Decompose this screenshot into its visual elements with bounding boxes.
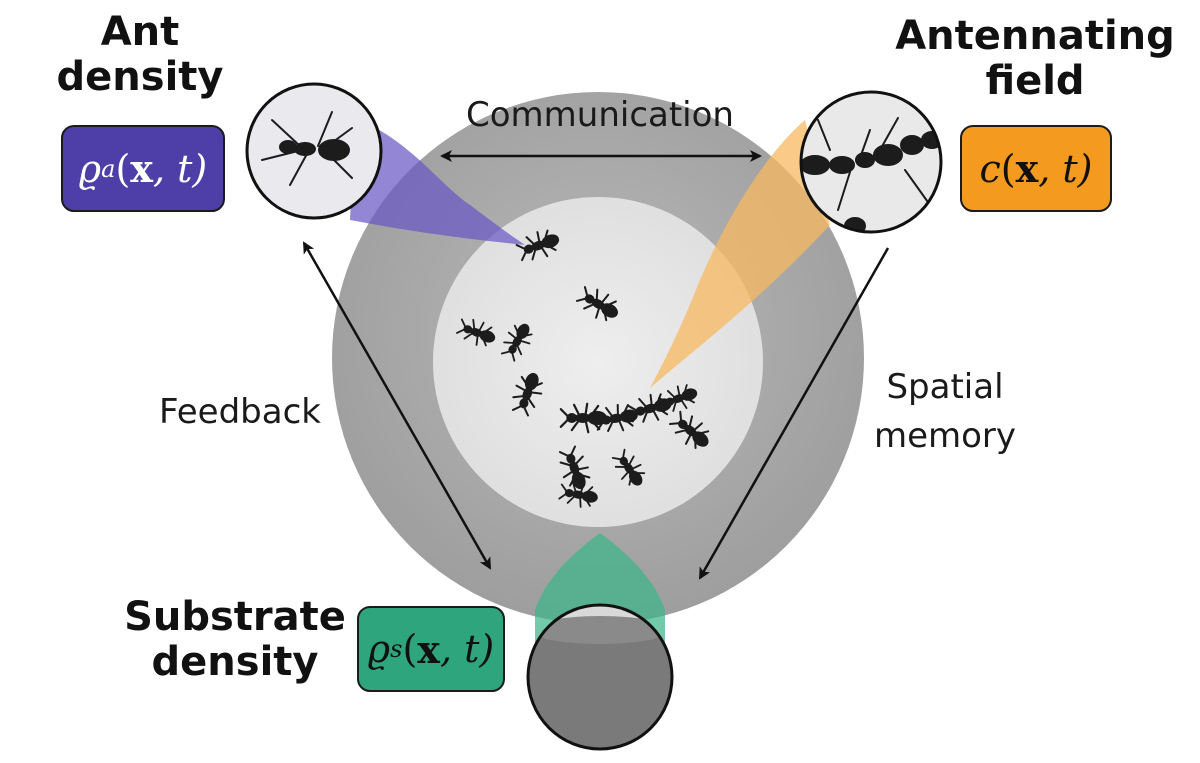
arena-ant xyxy=(611,448,646,486)
ant-density-label-line1: Ant xyxy=(100,9,180,55)
substrate-density-label-line1: Substrate xyxy=(124,594,346,640)
arena-ant xyxy=(558,481,598,508)
substrate-density-open-paren: ( xyxy=(402,627,418,671)
ant-density-time-var: , t) xyxy=(152,146,208,191)
ant-density-label-line2: density xyxy=(56,53,224,100)
arena-ant xyxy=(658,384,698,413)
arena-inner-disc xyxy=(433,197,763,527)
antennating-field-position-var: x xyxy=(1015,146,1039,191)
spatial-memory-label-line2: memory xyxy=(873,416,1017,457)
ant-density-open-paren: ( xyxy=(115,146,131,191)
ant-density-symbol: ϱ xyxy=(78,146,102,191)
ant-density-label: Ant density xyxy=(40,10,240,100)
spatial-memory-arrow xyxy=(698,247,890,580)
substrate-density-label: Substrate density xyxy=(120,595,350,685)
arena-ant xyxy=(500,323,533,362)
communication-label: Communication xyxy=(466,95,734,135)
antennating-field-symbol: c xyxy=(979,146,1001,191)
spatial-memory-label-line1: Spatial xyxy=(886,367,1004,407)
antennating-field-label: Antennating field xyxy=(885,14,1185,104)
spatial-memory-label: Spatial memory xyxy=(850,363,1040,462)
arena-ant xyxy=(575,286,618,322)
substrate-density-position-var: x xyxy=(417,626,440,672)
substrate-density-subscript: s xyxy=(390,635,403,663)
antennating-field-formula-box: c(x, t) xyxy=(960,125,1112,212)
ant-zoom-magnifier xyxy=(245,82,383,220)
arena-ant xyxy=(669,410,710,450)
feedback-label: Feedback xyxy=(159,392,321,432)
antennating-field-open-paren: ( xyxy=(1000,146,1016,191)
substrate-density-time-var: , t) xyxy=(439,627,495,671)
arena-ants xyxy=(456,229,710,508)
substrate-density-symbol: ϱ xyxy=(367,627,391,671)
arena-ant xyxy=(511,372,543,417)
substrate-density-label-line2: density xyxy=(151,638,319,685)
antennating-field-time-var: , t) xyxy=(1038,146,1093,191)
ant-density-position-var: x xyxy=(130,146,153,191)
antennating-field-label-line2: field xyxy=(985,57,1085,104)
ant-density-subscript: a xyxy=(101,154,116,183)
feedback-arrow xyxy=(302,241,492,570)
antennating-field-label-line1: Antennating xyxy=(895,13,1175,59)
antennating-field-callout-wedge xyxy=(650,120,830,388)
arena-ant xyxy=(515,229,560,262)
antennating-zoom-magnifier xyxy=(799,90,943,234)
ant-density-callout-wedge xyxy=(350,118,525,245)
